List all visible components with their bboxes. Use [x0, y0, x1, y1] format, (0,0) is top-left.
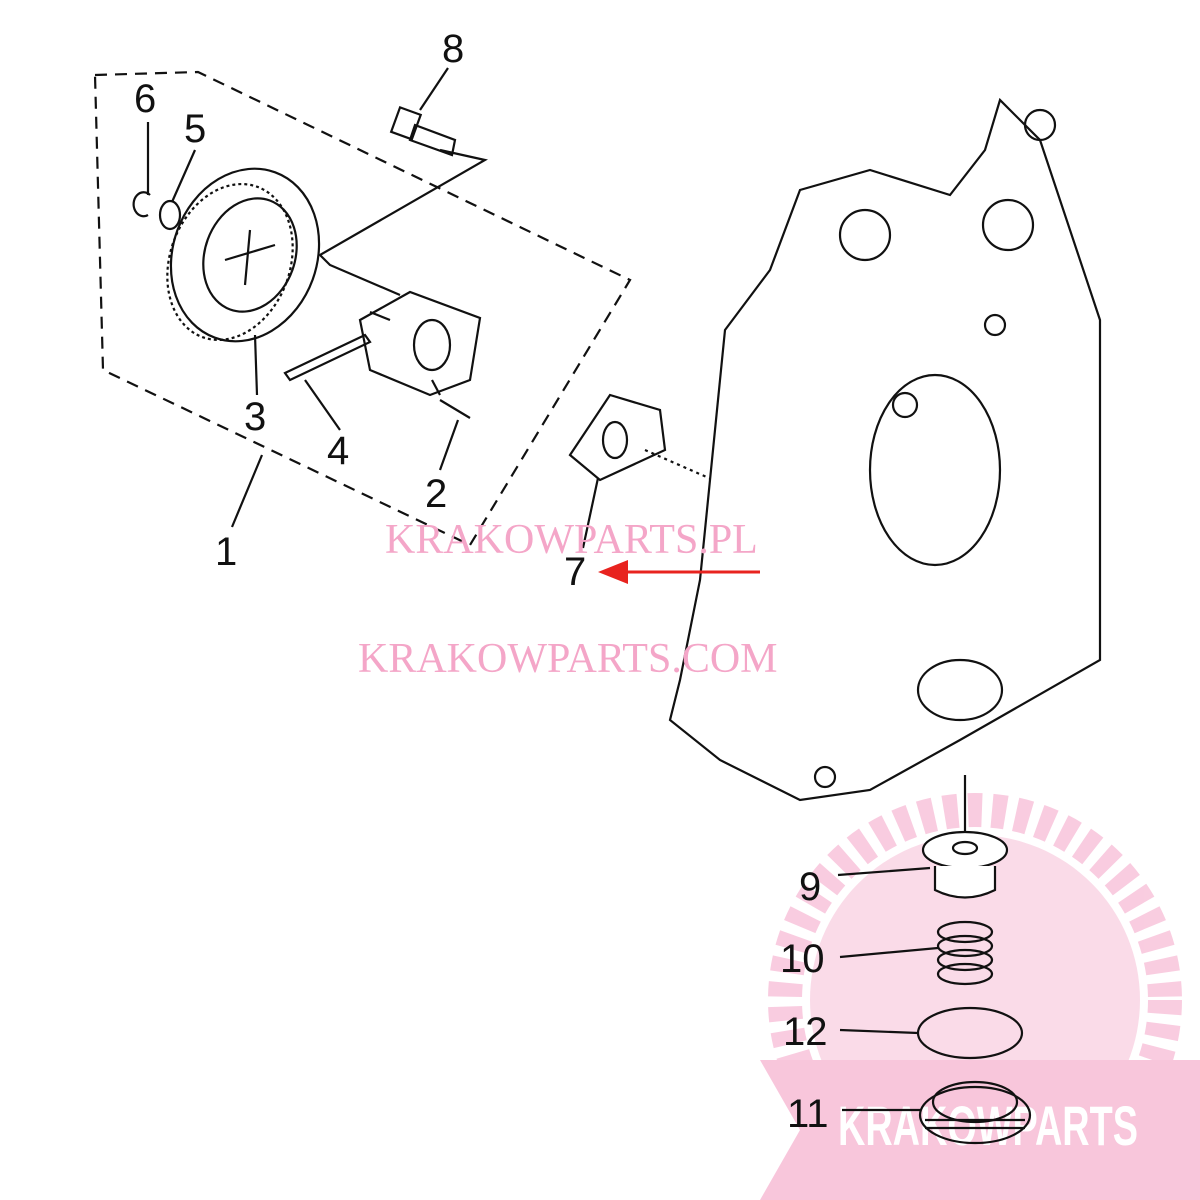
circlip — [132, 191, 151, 218]
washer — [158, 199, 182, 231]
gasket — [568, 393, 667, 482]
callout-4: 4 — [327, 429, 349, 473]
callout-3: 3 — [244, 395, 266, 439]
highlight-arrow — [598, 560, 760, 584]
leader-lines — [146, 67, 939, 1112]
callout-8: 8 — [442, 27, 464, 71]
callout-5: 5 — [184, 107, 206, 151]
callout-11: 11 — [787, 1092, 829, 1136]
callout-1: 1 — [215, 530, 237, 574]
pump-gear — [166, 167, 321, 343]
callout-12: 12 — [783, 1010, 828, 1054]
krakowparts-logo: KRAKOWPARTS — [760, 793, 1200, 1200]
plug-cap — [921, 830, 1009, 899]
callout-6: 6 — [134, 77, 156, 121]
callout-2: 2 — [425, 472, 447, 516]
spring — [936, 920, 994, 986]
plug-bolt — [918, 1080, 1032, 1145]
logo-text: KRAKOWPARTS — [838, 1094, 1138, 1157]
bolt — [389, 105, 457, 157]
crankcase — [668, 97, 1102, 802]
dowel — [439, 399, 471, 419]
pin — [283, 333, 372, 382]
callout-9: 9 — [799, 865, 821, 909]
pump-body — [358, 290, 482, 397]
callout-10: 10 — [780, 937, 825, 981]
watermark-pl: KRAKOWPARTS.PL — [385, 517, 758, 563]
watermark-com: KRAKOWPARTS.COM — [358, 636, 778, 682]
callout-7: 7 — [564, 550, 586, 594]
assembly-outline — [93, 70, 632, 547]
